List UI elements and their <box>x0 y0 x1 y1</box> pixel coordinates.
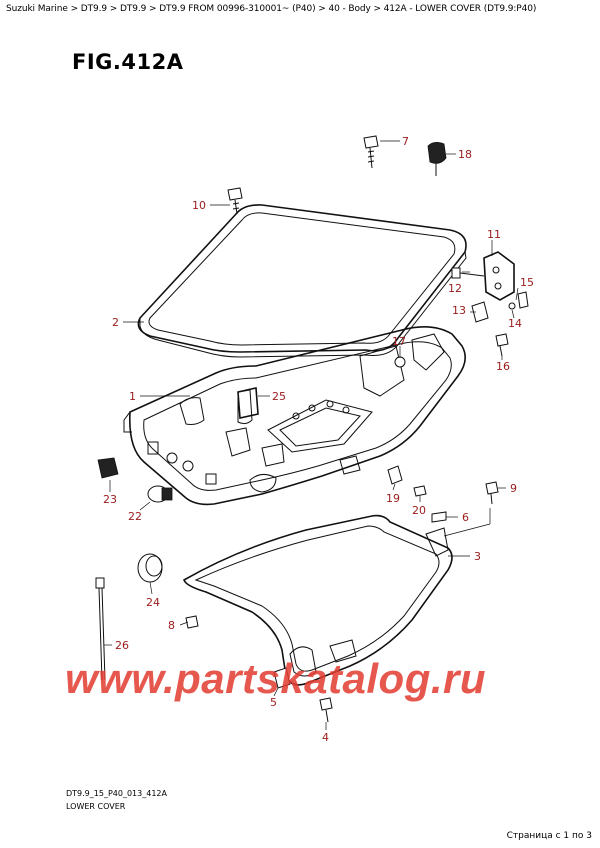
callout-20[interactable]: 20 <box>412 504 426 517</box>
part-bolt-7 <box>363 135 379 169</box>
part-bolt-9 <box>485 481 499 505</box>
part-bolt-10 <box>227 187 243 215</box>
part-clip-18 <box>427 142 447 176</box>
callout-9[interactable]: 9 <box>510 482 517 495</box>
part-grommet-25 <box>137 553 163 583</box>
breadcrumb[interactable]: Suzuki Marine > DT9.9 > DT9.9 > DT9.9 FR… <box>6 4 537 14</box>
callout-14[interactable]: 14 <box>508 317 522 330</box>
pager[interactable]: Страница с 1 по 3 <box>506 831 592 841</box>
callout-12[interactable]: 12 <box>448 282 462 295</box>
callout-15[interactable]: 15 <box>520 276 534 289</box>
callout-3[interactable]: 3 <box>474 550 481 563</box>
part-lower-cover-housing <box>123 326 466 506</box>
callout-6[interactable]: 6 <box>462 511 469 524</box>
figure-title: FIG.412A <box>72 50 184 74</box>
callout-17[interactable]: 17 <box>392 335 406 348</box>
part-grommet-22 <box>147 485 173 503</box>
part-cable-tie-26 <box>95 577 106 681</box>
figure-caption: LOWER COVER <box>66 802 126 811</box>
callout-25[interactable]: 24 <box>146 596 160 609</box>
part-clip-6 <box>431 511 447 523</box>
callout-7[interactable]: 7 <box>402 135 409 148</box>
callouts: 7 18 10 11 12 15 13 14 17 16 2 1 25 19 2… <box>103 135 534 744</box>
callout-13[interactable]: 13 <box>452 304 466 317</box>
part-bottom-cover <box>183 514 453 686</box>
part-clip-5 <box>273 667 291 689</box>
part-collar-19 <box>387 465 403 485</box>
watermark: www.partskatalog.ru <box>65 655 487 702</box>
part-bolt-17 <box>394 356 406 368</box>
callout-1[interactable]: 1 <box>129 390 136 403</box>
part-cap-23 <box>97 457 119 479</box>
callout-23[interactable]: 23 <box>103 493 117 506</box>
callout-24[interactable]: 25 <box>272 390 286 403</box>
callout-16[interactable]: 16 <box>496 360 510 373</box>
callout-2[interactable]: 2 <box>112 316 119 329</box>
callout-26[interactable]: 26 <box>115 639 129 652</box>
callout-22[interactable]: 22 <box>128 510 142 523</box>
part-bolt-20 <box>413 485 427 497</box>
part-bolt-16 <box>495 333 509 357</box>
part-bolt-4 <box>319 697 333 723</box>
callout-19[interactable]: 19 <box>386 492 400 505</box>
part-grommet-24 <box>237 387 259 419</box>
callout-4[interactable]: 4 <box>322 731 329 744</box>
callout-8[interactable]: 8 <box>168 619 175 632</box>
callout-10[interactable]: 10 <box>192 199 206 212</box>
callout-18[interactable]: 18 <box>458 148 472 161</box>
callout-11[interactable]: 11 <box>487 228 501 241</box>
drawing-code: DT9.9_15_P40_013_412A <box>66 789 167 798</box>
part-bolt-8 <box>185 615 199 629</box>
part-seal-ring <box>137 204 467 358</box>
part-latch-assembly <box>451 251 529 323</box>
leader-lines <box>104 140 519 730</box>
callout-5[interactable]: 5 <box>270 696 277 709</box>
